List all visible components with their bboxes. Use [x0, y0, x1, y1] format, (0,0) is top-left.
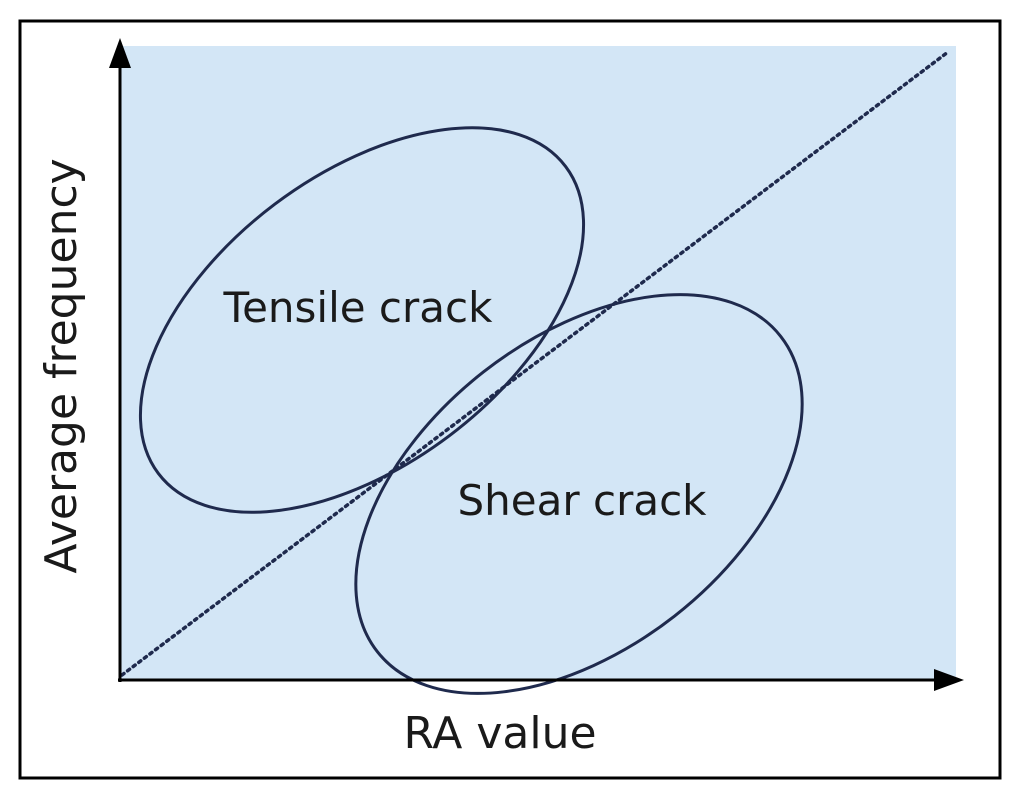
shear-crack-region [354, 293, 804, 695]
x-axis-label: RA value [403, 708, 596, 759]
x-axis-arrowhead [934, 669, 964, 691]
tensile-crack-label: Tensile crack [223, 283, 494, 332]
y-axis-label: Average frequency [36, 158, 87, 573]
tensile-crack-region [138, 126, 586, 514]
shear-crack-label: Shear crack [458, 476, 708, 525]
y-axis-arrowhead [109, 38, 131, 68]
diagonal-divider-line [120, 50, 950, 677]
